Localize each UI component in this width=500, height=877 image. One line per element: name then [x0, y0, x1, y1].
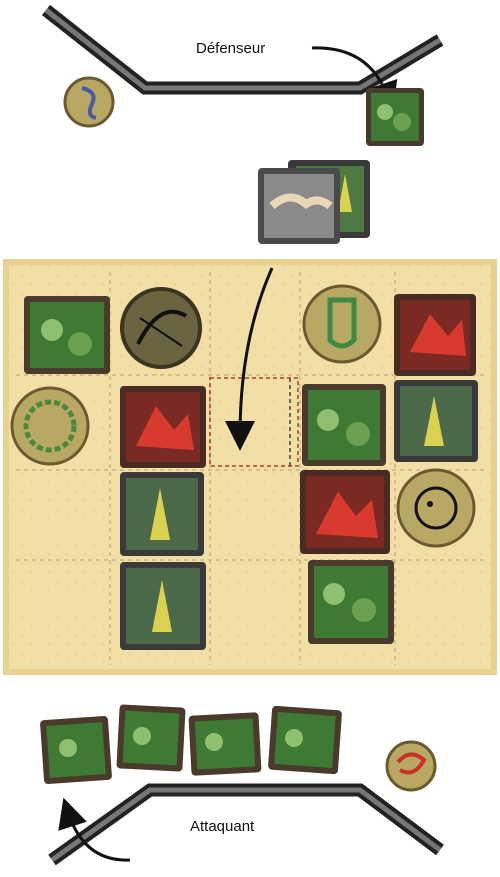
defender-token[interactable] [65, 78, 113, 126]
attacker-token[interactable] [387, 742, 435, 790]
board-warrior-tile-r4c4[interactable] [308, 560, 394, 644]
board-lion-token-r3c5[interactable] [398, 470, 474, 546]
attacker-warrior-tile-2[interactable] [116, 704, 185, 771]
board-priest-tile-r4c2[interactable] [120, 562, 206, 650]
board-priest-tile-r3c2[interactable] [120, 472, 204, 556]
board-shield-token-r1c4[interactable] [304, 286, 380, 362]
board-laurel-token-r2c1[interactable] [12, 388, 88, 464]
board-warrior-tile-r2c4[interactable] [302, 384, 386, 466]
defender-handshake-tile[interactable] [258, 168, 340, 244]
attacker-warrior-tile-4[interactable] [268, 706, 342, 775]
defender-warrior-tile[interactable] [366, 88, 424, 146]
board-bow-token-r1c2[interactable] [122, 289, 200, 367]
attacker-warrior-tile-3[interactable] [188, 712, 261, 776]
attacker-label: Attaquant [190, 818, 254, 835]
board-fire-tile-r3c4[interactable] [300, 470, 390, 554]
board-fire-tile-r2c2[interactable] [120, 386, 206, 468]
defender-label: Défenseur [196, 40, 265, 57]
board-fire-tile-r1c5[interactable] [394, 294, 476, 376]
attacker-warrior-tile-1[interactable] [40, 716, 112, 785]
board-priest-tile-r2c5[interactable] [394, 380, 478, 462]
board-warrior-tile-r1c1[interactable] [24, 296, 110, 374]
